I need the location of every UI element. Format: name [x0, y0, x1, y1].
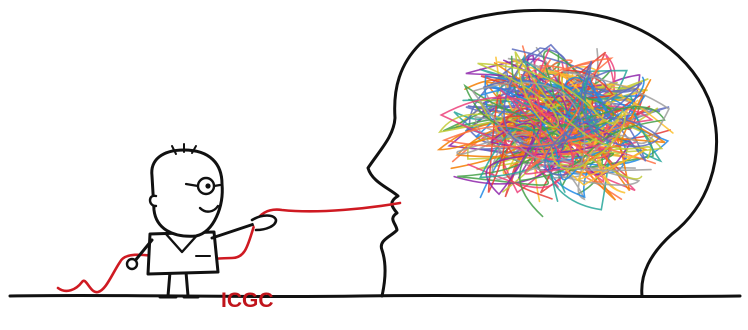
- red-cord: [56, 201, 402, 294]
- thought-strand: [471, 70, 671, 172]
- hair-tuft: [171, 143, 197, 155]
- ear: [148, 194, 158, 208]
- lab-coat: [146, 230, 220, 276]
- scientist-head: [150, 148, 224, 238]
- scientist-figure: [125, 143, 278, 299]
- thought-strand: [477, 51, 652, 170]
- pupil: [205, 183, 211, 189]
- left-leg: [166, 270, 190, 298]
- thought-strand: [503, 53, 661, 176]
- icgc-label: ICGC: [221, 289, 274, 312]
- left-arm: [132, 238, 154, 264]
- ground-line: [8, 293, 742, 299]
- thought-strand: [441, 77, 634, 171]
- coat-collar: [164, 230, 202, 254]
- glasses-arm: [184, 182, 222, 188]
- thought-strand: [438, 97, 643, 180]
- head-silhouette: [366, 8, 719, 298]
- left-hand: [125, 257, 139, 271]
- thought-strand: [439, 66, 603, 175]
- hand: [250, 214, 278, 232]
- right-arm: [210, 222, 256, 240]
- tangled-thoughts: [436, 43, 674, 218]
- thought-strand: [518, 79, 666, 169]
- smile: [198, 204, 220, 213]
